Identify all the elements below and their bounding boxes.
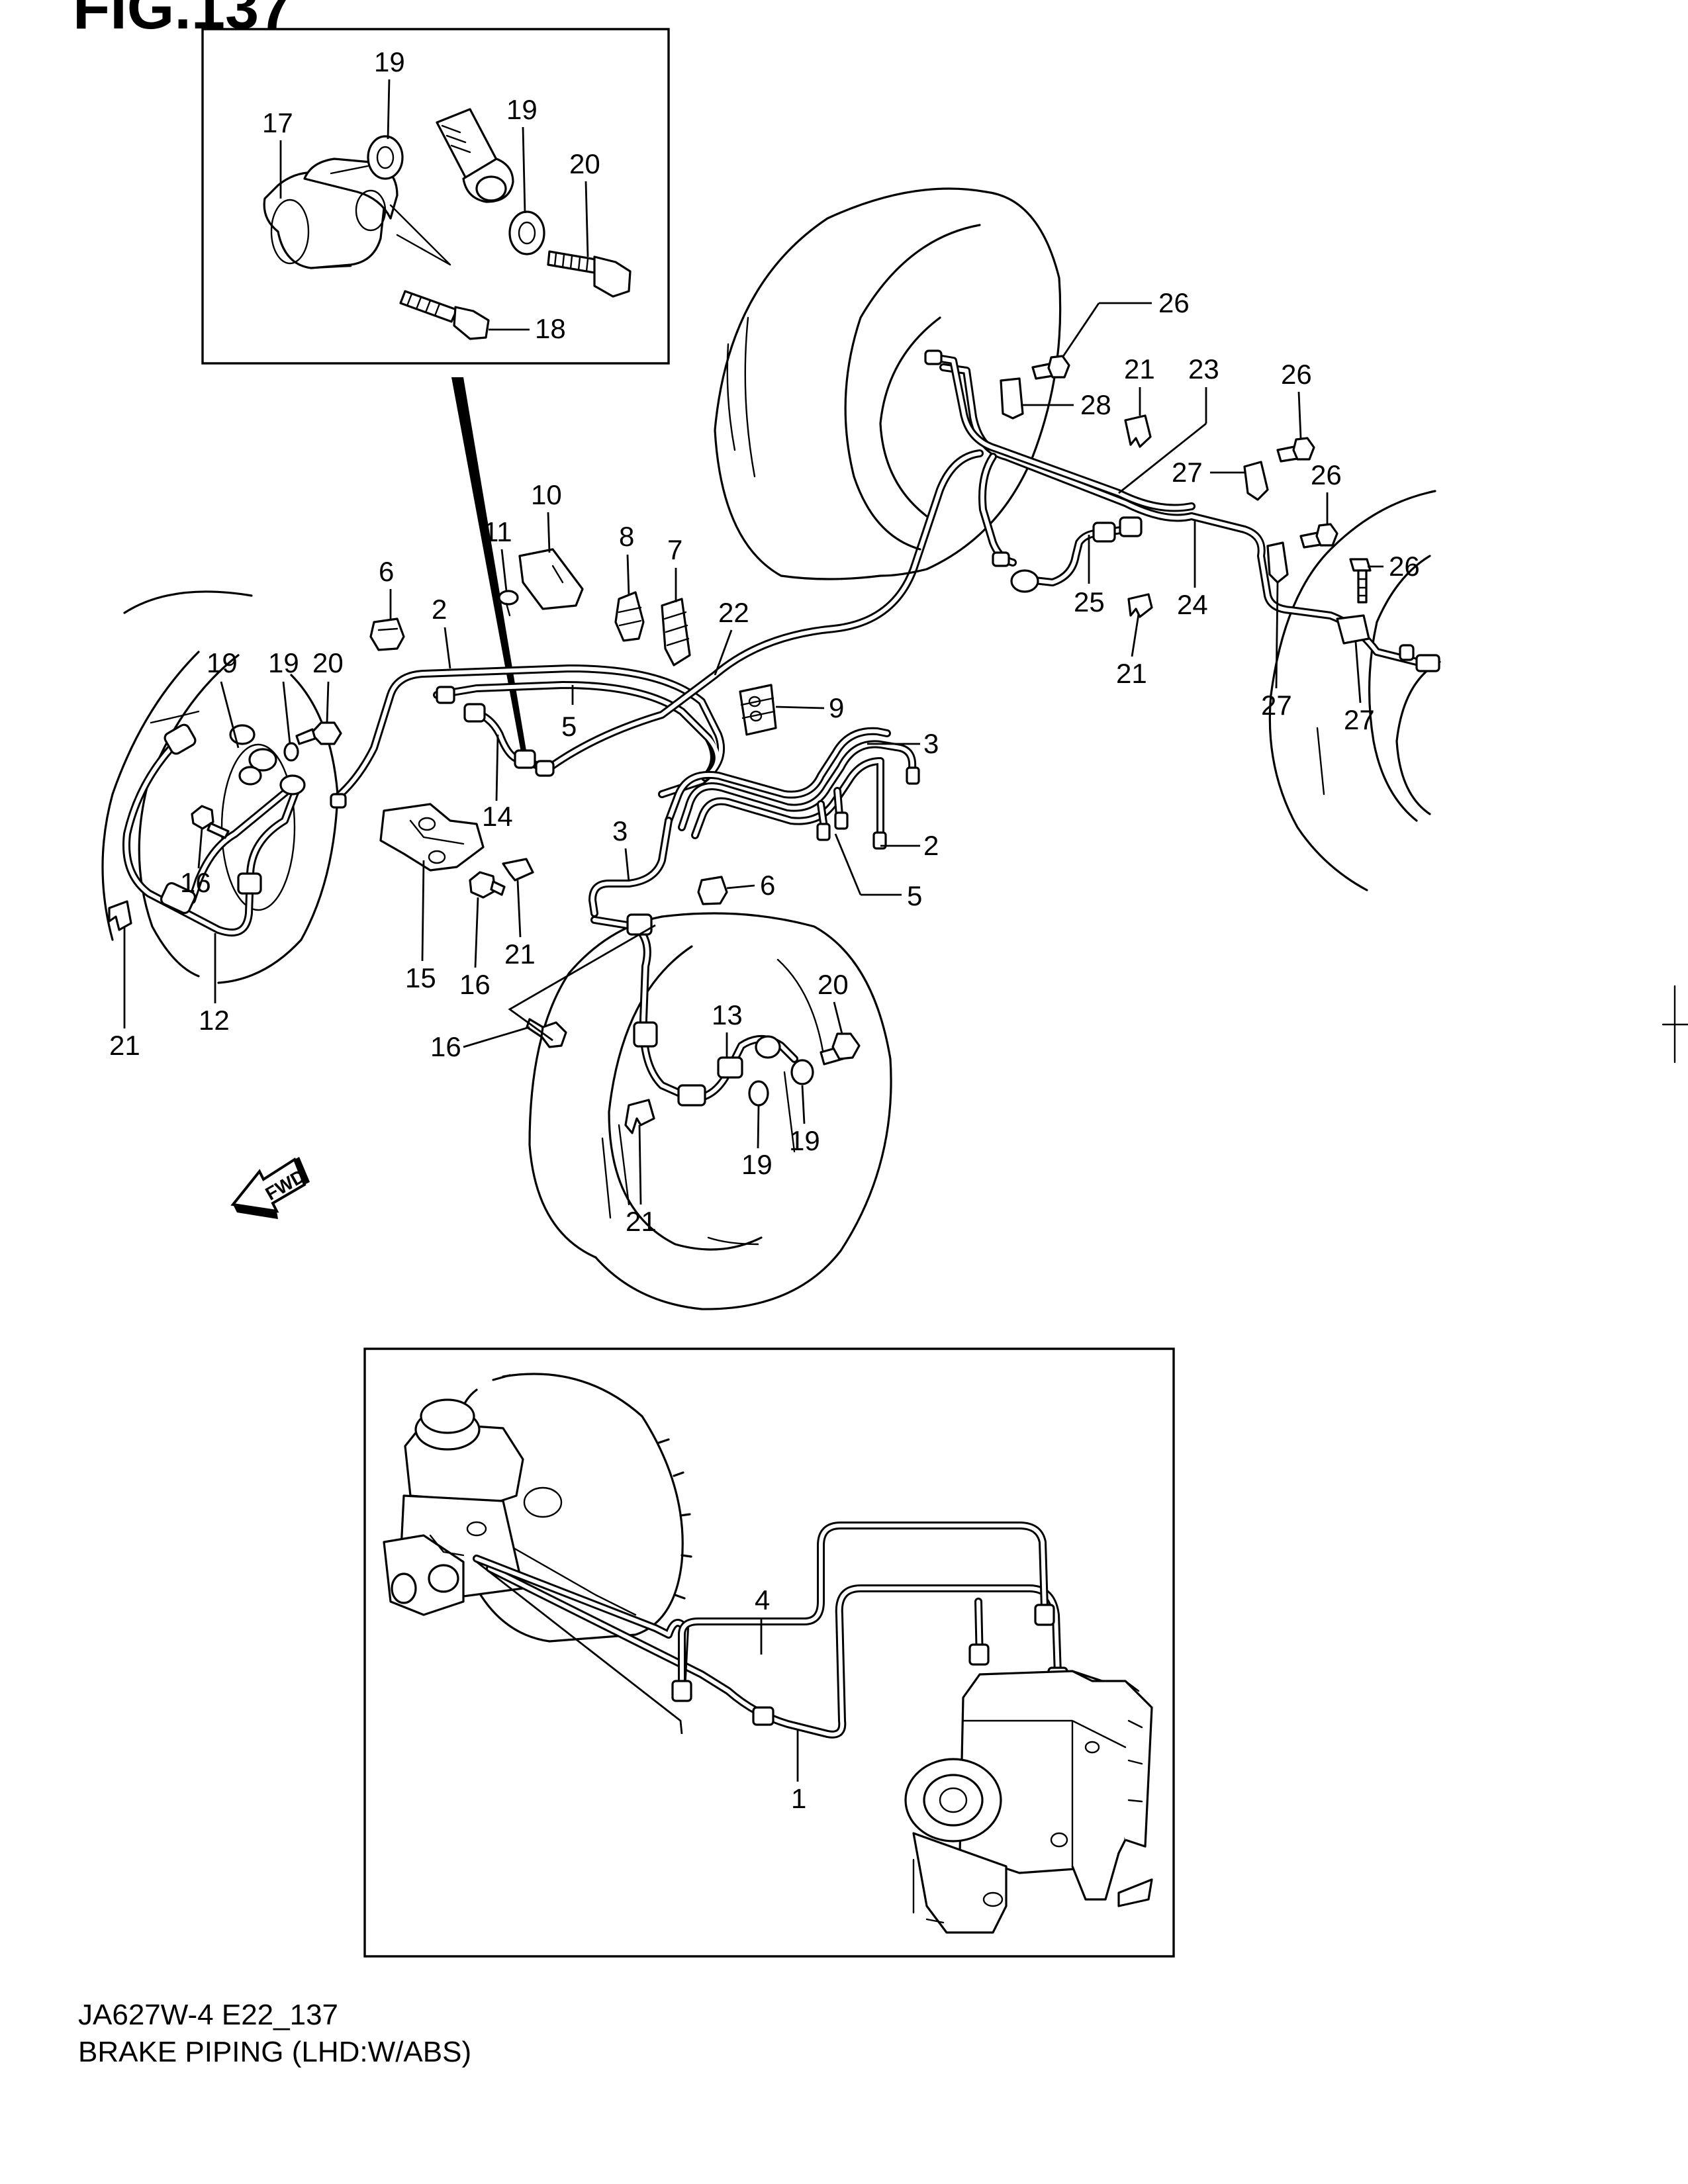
callout-19: 19 xyxy=(506,94,538,125)
callout-27: 27 xyxy=(1344,704,1375,735)
master-cylinder-abs-inset: 4 1 xyxy=(363,1347,1175,1958)
callout-19: 19 xyxy=(789,1125,820,1156)
callout-12: 12 xyxy=(199,1005,230,1036)
callout-17: 17 xyxy=(262,107,293,138)
pipe-clip-6 xyxy=(697,876,728,905)
figure-caption: BRAKE PIPING (LHD:W/ABS) xyxy=(78,2036,472,2068)
callout-3: 3 xyxy=(612,815,628,846)
callout-24: 24 xyxy=(1177,589,1208,620)
callout-16: 16 xyxy=(459,969,491,1000)
forward-direction-arrow: FWD xyxy=(230,1157,310,1219)
callout-1: 1 xyxy=(791,1783,806,1814)
hose-bracket-15 xyxy=(379,803,485,872)
callout-21: 21 xyxy=(1116,658,1147,689)
callout-3: 3 xyxy=(923,728,939,759)
callout-27: 27 xyxy=(1172,457,1203,488)
detail-pointer xyxy=(451,377,527,756)
callout-2: 2 xyxy=(923,830,939,861)
callout-19: 19 xyxy=(741,1149,773,1180)
callout-26: 26 xyxy=(1389,551,1420,582)
copper-washer xyxy=(508,210,545,255)
front-right-brake-hose xyxy=(590,913,814,1107)
inset-frame xyxy=(201,28,670,365)
hose-clip xyxy=(108,900,132,931)
bracket-27 xyxy=(1243,461,1269,501)
bracket-28 xyxy=(1000,377,1024,420)
clip-21-front-right xyxy=(624,1099,655,1134)
clip-21 xyxy=(1127,593,1153,618)
callout-6: 6 xyxy=(760,870,775,901)
callout-21: 21 xyxy=(504,938,536,970)
pipe-clip-8 xyxy=(614,591,645,642)
callout-26: 26 xyxy=(1158,287,1190,318)
pipe-clip-9 xyxy=(739,684,777,736)
union-bolt-front-right xyxy=(820,1032,861,1066)
callout-28: 28 xyxy=(1080,389,1111,420)
bolt-26 xyxy=(1031,355,1070,380)
hose-banjo-end xyxy=(436,108,514,203)
bolt-26 xyxy=(1276,437,1315,463)
caliper-detail-inset: 19 17 19 20 18 xyxy=(201,28,670,365)
callout-4: 4 xyxy=(755,1584,770,1615)
washer xyxy=(283,742,299,762)
callout-19: 19 xyxy=(268,647,299,678)
callout-26: 26 xyxy=(1281,359,1312,390)
bolt-16 xyxy=(469,871,506,899)
bolt-26 xyxy=(1299,523,1338,549)
callout-5: 5 xyxy=(907,880,922,911)
callout-18: 18 xyxy=(535,313,566,344)
clip-21 xyxy=(1124,414,1152,448)
bracket-27 xyxy=(1336,614,1370,645)
caliper-body xyxy=(263,158,451,269)
callout-21: 21 xyxy=(1124,353,1155,385)
union-bolt-front-left xyxy=(295,721,342,745)
callout-15: 15 xyxy=(405,962,436,993)
figure-title: FIG.137 xyxy=(73,0,293,42)
drawing-code: JA627W-4 E22_137 xyxy=(78,1999,339,2031)
callout-16: 16 xyxy=(430,1031,461,1062)
callout-8: 8 xyxy=(619,521,634,552)
callout-26: 26 xyxy=(1311,459,1342,490)
callout-21: 21 xyxy=(109,1030,140,1061)
callout-22: 22 xyxy=(718,597,749,628)
callout-7: 7 xyxy=(667,534,682,565)
callout-23: 23 xyxy=(1188,353,1219,385)
callout-20: 20 xyxy=(569,148,600,179)
bolt-26 xyxy=(1349,558,1372,604)
rear-left-wheel xyxy=(714,187,1062,580)
callout-11: 11 xyxy=(483,516,512,547)
central-brake-pipes xyxy=(330,449,984,917)
bracket-27 xyxy=(1266,541,1289,584)
abs-hydraulic-unit xyxy=(904,1670,1153,1934)
callout-2: 2 xyxy=(432,594,447,625)
pipe-clip-6 xyxy=(369,617,405,651)
callout-6: 6 xyxy=(379,556,394,587)
callout-20: 20 xyxy=(818,969,849,1000)
callout-13: 13 xyxy=(712,999,743,1030)
bleeder-bolt xyxy=(399,290,490,340)
callout-20: 20 xyxy=(312,647,344,678)
mounting-bolt xyxy=(191,805,230,839)
callout-19: 19 xyxy=(374,46,405,77)
callout-5: 5 xyxy=(561,711,577,742)
callout-10: 10 xyxy=(531,479,562,510)
union-bolt xyxy=(547,250,632,298)
inset-frame xyxy=(363,1347,1175,1958)
rear-right-wheel xyxy=(1268,490,1441,891)
screw-11 xyxy=(498,590,519,617)
bracket-10 xyxy=(518,548,584,610)
callout-27: 27 xyxy=(1261,690,1292,721)
callout-9: 9 xyxy=(829,692,844,723)
callout-19: 19 xyxy=(207,647,238,678)
callout-25: 25 xyxy=(1074,586,1105,617)
copper-washer xyxy=(367,135,404,180)
callout-21: 21 xyxy=(626,1206,657,1237)
pipe-clip-7 xyxy=(661,598,691,666)
callout-16: 16 xyxy=(180,867,211,898)
callout-14: 14 xyxy=(482,801,513,832)
clip-21 xyxy=(502,858,534,882)
